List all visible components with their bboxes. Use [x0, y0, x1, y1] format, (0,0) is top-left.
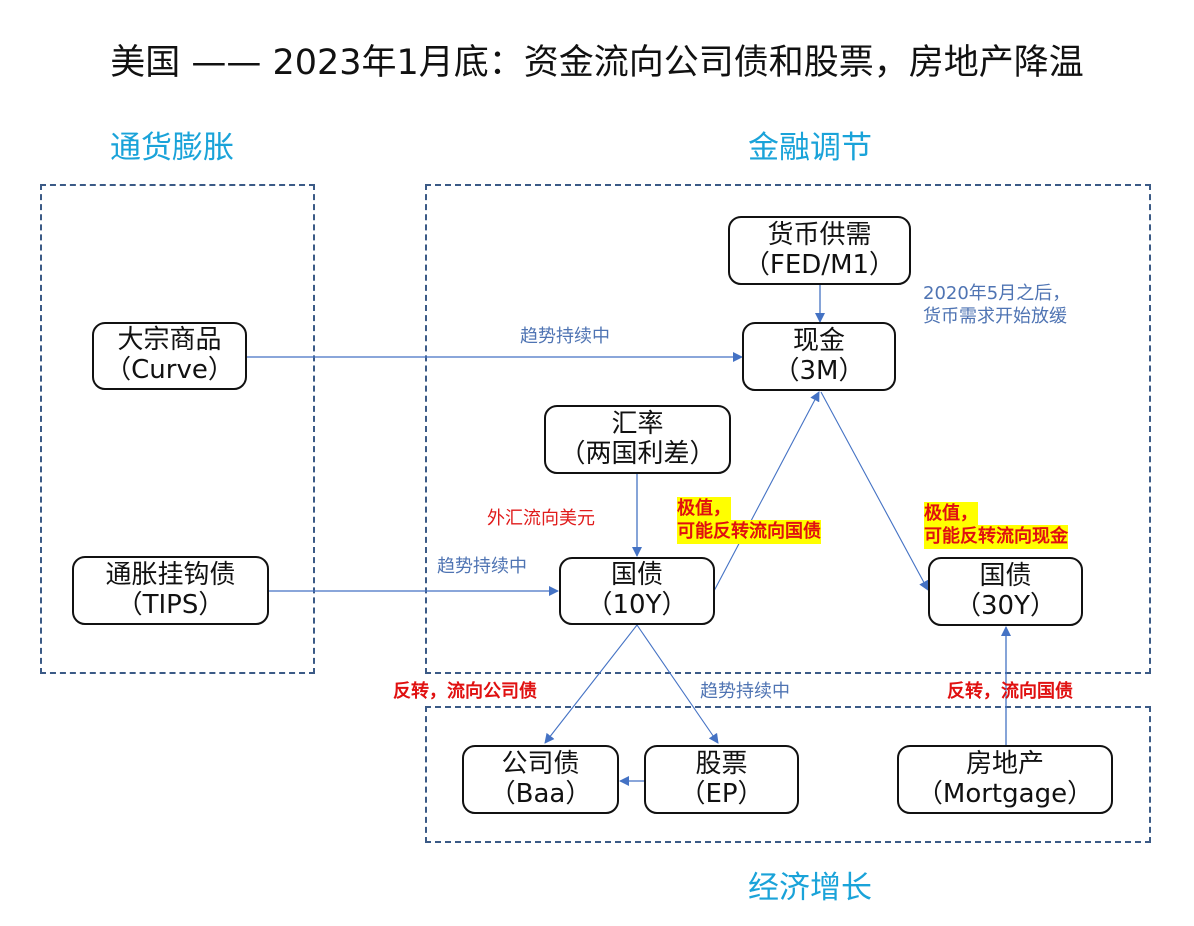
node-label: 通胀挂钩债	[105, 559, 236, 590]
node-sublabel: （Curve）	[105, 355, 234, 385]
note-t30-extreme: 极值， 可能反转流向现金	[924, 502, 1068, 549]
node-commodity: 大宗商品 （Curve）	[92, 322, 247, 390]
group-inflation	[40, 184, 315, 674]
node-label: 股票	[695, 748, 748, 779]
note-t10-extreme: 极值， 可能反转流向国债	[677, 497, 821, 544]
section-title-growth: 经济增长	[748, 870, 872, 906]
node-label: 大宗商品	[117, 325, 222, 356]
node-cash: 现金 （3M）	[742, 322, 896, 391]
note-t30-extreme-line-2: 可能反转流向现金	[924, 525, 1068, 549]
node-label: 国债	[610, 560, 663, 591]
note-commodity-trend: 趋势持续中	[520, 326, 610, 347]
note-corp-reverse: 反转，流向公司债	[393, 681, 537, 702]
node-label: 公司债	[501, 748, 580, 779]
node-fx: 汇率 （两国利差）	[544, 405, 731, 474]
note-t10-extreme-line-2: 可能反转流向国债	[677, 520, 821, 544]
node-sublabel: （10Y）	[586, 590, 688, 620]
note-t10-extreme-line-1: 极值，	[677, 497, 731, 521]
node-sublabel: （Mortgage）	[916, 778, 1094, 809]
node-stock: 股票 （EP）	[644, 745, 799, 814]
group-finance	[425, 184, 1151, 674]
note-money-line-2: 货币需求开始放缓	[923, 306, 1067, 328]
node-label: 汇率	[611, 408, 664, 439]
node-estate: 房地产 （Mortgage）	[897, 745, 1113, 814]
note-t30-extreme-line-1: 极值，	[924, 502, 978, 526]
node-label: 国债	[979, 560, 1032, 591]
note-fx-flow: 外汇流向美元	[487, 508, 595, 529]
node-sublabel: （30Y）	[955, 590, 1056, 621]
node-label: 现金	[792, 325, 845, 356]
node-t30: 国债 （30Y）	[928, 557, 1083, 626]
node-label: 房地产	[965, 748, 1044, 779]
node-sublabel: （两国利差）	[559, 438, 716, 469]
note-money-demand: 2020年5月之后， 货币需求开始放缓	[923, 282, 1070, 329]
node-sublabel: （3M）	[773, 355, 865, 386]
node-sublabel: （TIPS）	[116, 589, 225, 620]
node-corp: 公司债 （Baa）	[462, 745, 619, 814]
node-sublabel: （Baa）	[489, 778, 592, 809]
node-tips: 通胀挂钩债 （TIPS）	[72, 556, 269, 625]
note-stock-trend: 趋势持续中	[700, 681, 790, 702]
node-t10: 国债 （10Y）	[559, 557, 715, 625]
section-title-inflation: 通货膨胀	[110, 130, 234, 166]
node-sublabel: （FED/M1）	[743, 249, 896, 280]
node-label: 货币供需	[767, 219, 872, 250]
node-money: 货币供需 （FED/M1）	[728, 216, 911, 285]
group-growth	[425, 706, 1151, 843]
node-sublabel: （EP）	[679, 778, 764, 809]
note-money-line-1: 2020年5月之后，	[923, 283, 1071, 304]
note-estate-reverse: 反转，流向国债	[947, 681, 1073, 702]
page-title: 美国 —— 2023年1月底：资金流向公司债和股票，房地产降温	[110, 43, 1084, 83]
section-title-finance: 金融调节	[748, 130, 872, 166]
note-tips-trend: 趋势持续中	[437, 556, 527, 577]
